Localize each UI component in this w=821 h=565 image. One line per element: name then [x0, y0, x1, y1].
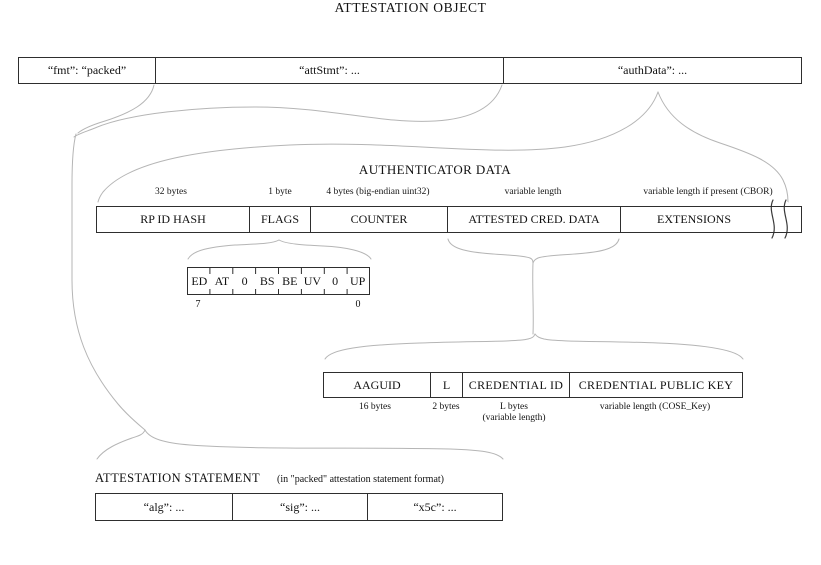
attstmt-cell: “attStmt”: ... [155, 58, 503, 83]
size-label-extensions: variable length if present (CBOR) [643, 187, 773, 197]
bit-number-high: 7 [195, 299, 201, 310]
credential-public-key-cell: CREDENTIAL PUBLIC KEY [569, 373, 742, 397]
acd-stem-curve [532, 262, 534, 335]
aaguid-brace-right [534, 333, 744, 360]
size-label-counter: 4 bytes (big-endian uint32) [326, 187, 430, 197]
size-label-aaguid: 16 bytes [359, 402, 391, 412]
attstmt-brace-left [96, 429, 146, 460]
attestation-statement-format-note: (in "packed" attestation statement forma… [277, 474, 444, 485]
size-label-attested-cred-data: variable length [504, 187, 562, 197]
credential-id-cell: CREDENTIAL ID [462, 373, 569, 397]
size-label-flags: 1 byte [268, 187, 292, 197]
size-label-credential-id: L bytes (variable length) [482, 402, 546, 423]
attstmt-brace-right [144, 429, 504, 460]
authdata-brace-right [657, 91, 789, 203]
attestation-statement-heading: ATTESTATION STATEMENT [95, 471, 261, 485]
fmt-cell: “fmt”: “packed” [47, 63, 127, 77]
attestation-object-row: “fmt”: “packed” “attStmt”: ... “authData… [18, 57, 802, 84]
flags-brace-right [278, 239, 372, 260]
flag-bit-be: BE [282, 273, 298, 288]
attstmt-funnel-left-curve [77, 84, 155, 134]
size-label-rpidhash: 32 bytes [155, 187, 187, 197]
flags-bits-box: ED AT 0 BS BE UV 0 UP [187, 267, 370, 295]
alg-cell: “alg”: ... [143, 499, 185, 514]
size-label-length: 2 bytes [432, 402, 460, 412]
flag-bit-uv: UV [303, 273, 322, 288]
authenticator-data-row: RP ID HASH FLAGS COUNTER ATTESTED CRED. … [96, 206, 802, 233]
acd-brace-right [532, 238, 620, 264]
page-title: ATTESTATION OBJECT [334, 0, 487, 15]
bit-number-low: 0 [355, 299, 361, 310]
rp-id-hash-cell: RP ID HASH [140, 212, 206, 226]
sig-cell: “sig”: ... [232, 494, 367, 520]
attested-credential-data-row: AAGUID L CREDENTIAL ID CREDENTIAL PUBLIC… [323, 372, 743, 398]
authdata-brace-left [97, 91, 659, 203]
length-cell: L [430, 373, 462, 397]
attstmt-funnel-right-curve [73, 84, 503, 138]
counter-cell: COUNTER [310, 207, 447, 232]
flag-bit-at: AT [214, 273, 230, 288]
flags-brace-left [187, 239, 280, 260]
flag-bit-rfu0: 0 [332, 273, 339, 288]
attestation-statement-row: “alg”: ... “sig”: ... “x5c”: ... [95, 493, 503, 521]
attstmt-stem-curve [71, 133, 146, 431]
authenticator-data-heading: AUTHENTICATOR DATA [358, 162, 512, 177]
aaguid-cell: AAGUID [353, 377, 401, 392]
size-label-credential-public-key: variable length (COSE_Key) [599, 402, 711, 412]
flag-bit-ed: ED [191, 273, 208, 288]
flag-bit-up: UP [350, 273, 366, 288]
flag-bit-bs: BS [259, 273, 275, 288]
flag-bit-rfu1: 0 [241, 273, 248, 288]
acd-brace-left [447, 238, 534, 264]
extensions-cell: EXTENSIONS [620, 207, 801, 232]
aaguid-brace-left [324, 333, 536, 360]
attested-cred-data-cell: ATTESTED CRED. DATA [447, 207, 620, 232]
authdata-cell: “authData”: ... [503, 58, 801, 83]
flags-cell: FLAGS [249, 207, 310, 232]
x5c-cell: “x5c”: ... [367, 494, 502, 520]
